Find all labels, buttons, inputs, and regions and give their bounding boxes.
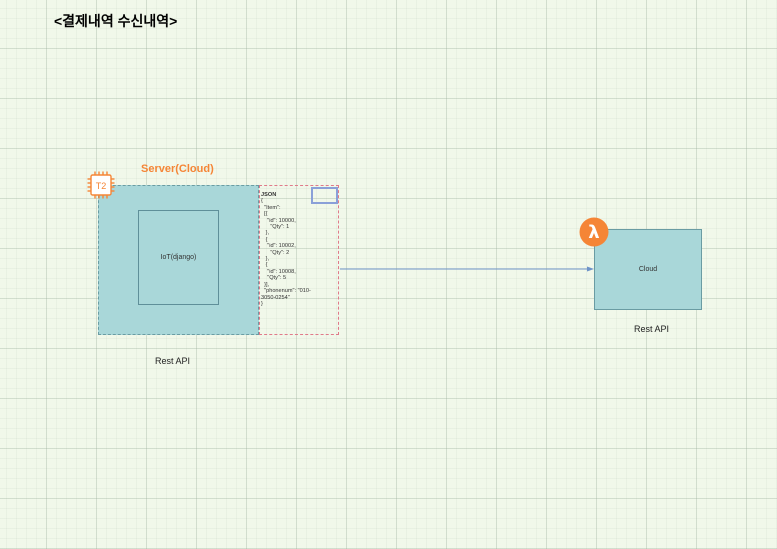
iot-django-box[interactable]: IoT(django) — [138, 210, 219, 305]
cloud-label: Cloud — [638, 266, 658, 273]
server-title: Server(Cloud) — [141, 163, 214, 175]
iot-django-label: IoT(django) — [160, 254, 197, 261]
server-rest-api-caption: Rest API — [155, 356, 191, 366]
json-heading: JSON — [261, 192, 277, 198]
lambda-icon: λ — [579, 217, 609, 247]
ec2-chip-icon: T2 — [87, 171, 115, 199]
ec2-badge-label: T2 — [96, 181, 107, 191]
json-body: { "Item": [{ "id": 10000, "Qty": 1 }, { … — [261, 198, 311, 307]
json-note-small-rect — [311, 187, 338, 204]
page-title: <결제내역 수신내역> — [54, 13, 178, 29]
cloud-box[interactable]: Cloud — [594, 229, 702, 310]
json-note-text: JSON { "Item": [{ "id": 10000, "Qty": 1 … — [261, 192, 337, 307]
lambda-symbol: λ — [588, 222, 599, 243]
json-note-box[interactable] — [259, 185, 339, 335]
cloud-rest-api-caption: Rest API — [634, 324, 670, 334]
